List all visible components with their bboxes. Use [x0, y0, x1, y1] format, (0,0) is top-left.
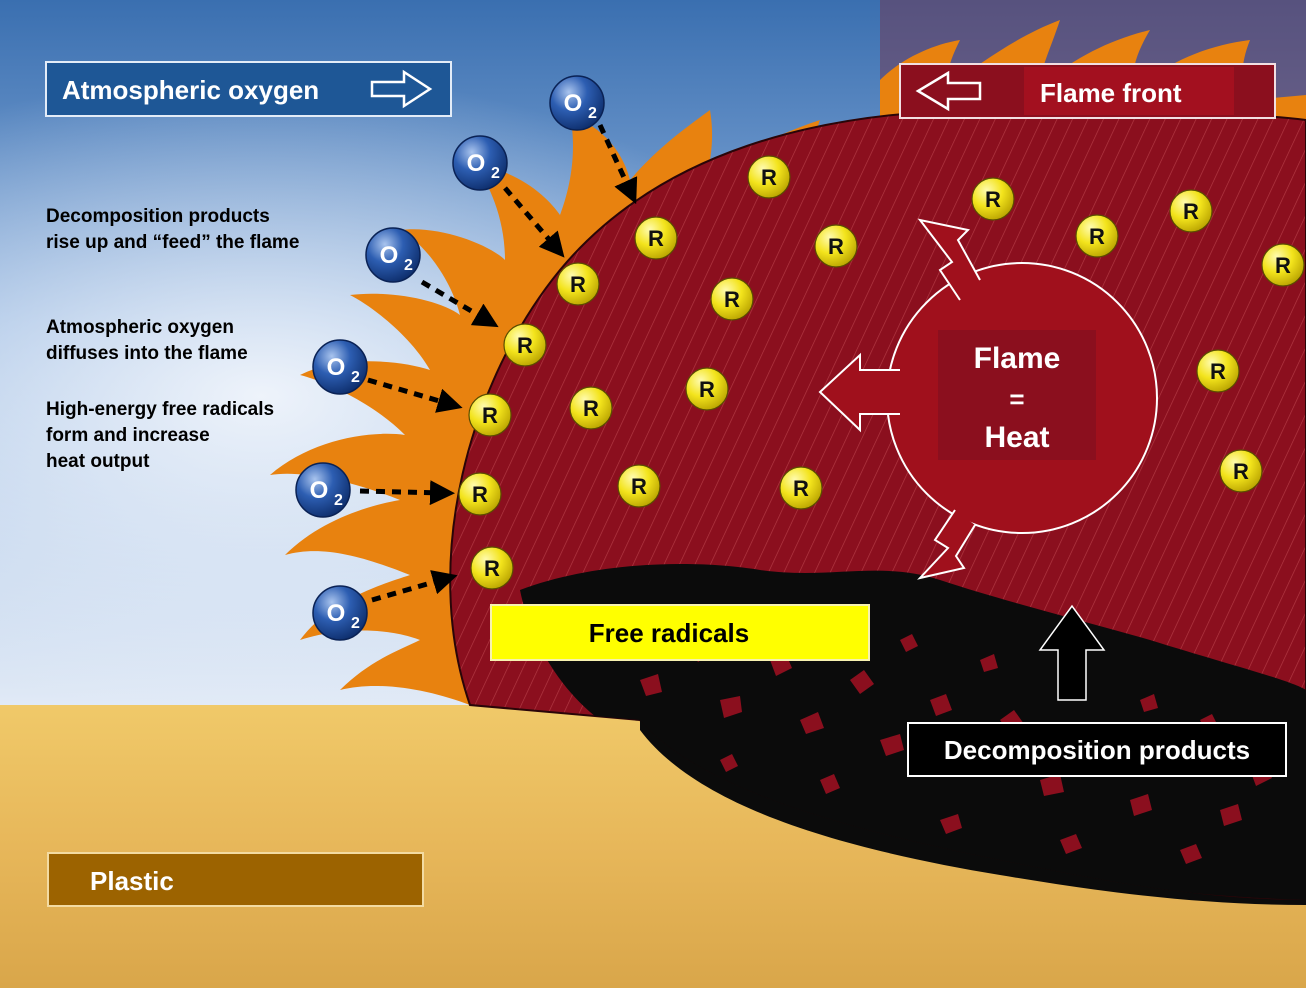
svg-text:R: R [793, 476, 809, 501]
radical-icon: R [815, 225, 857, 267]
free-radicals-label-box: Free radicals [491, 605, 869, 660]
plastic-label: Plastic [90, 866, 174, 896]
radical-icon: R [972, 178, 1014, 220]
svg-text:2: 2 [351, 615, 360, 632]
radical-icon: R [471, 547, 513, 589]
radical-icon: R [469, 394, 511, 436]
svg-text:R: R [699, 377, 715, 402]
svg-text:R: R [724, 287, 740, 312]
radical-icon: R [570, 387, 612, 429]
svg-text:R: R [1233, 459, 1249, 484]
flame-line1: Flame [974, 342, 1061, 375]
radical-icon: R [1076, 215, 1118, 257]
radical-icon: R [1262, 244, 1304, 286]
svg-text:R: R [648, 226, 664, 251]
plastic-label-box: Plastic [48, 853, 423, 906]
svg-text:O: O [380, 242, 399, 269]
flame-front-label-box: Flame front [900, 64, 1275, 118]
svg-text:R: R [1183, 199, 1199, 224]
svg-text:2: 2 [404, 257, 413, 274]
svg-text:R: R [482, 403, 498, 428]
flame-line3: Heat [984, 421, 1049, 454]
decomposition-products-label: Decomposition products [944, 735, 1250, 765]
svg-text:R: R [631, 474, 647, 499]
svg-text:R: R [1275, 253, 1291, 278]
radical-icon: R [459, 473, 501, 515]
radical-icon: R [686, 368, 728, 410]
svg-text:R: R [583, 396, 599, 421]
radical-icon: R [618, 465, 660, 507]
radical-icon: R [635, 217, 677, 259]
svg-text:R: R [570, 272, 586, 297]
radical-icon: R [1170, 190, 1212, 232]
note-oxygen-diffuses: Atmospheric oxygen diffuses into the fla… [46, 315, 248, 367]
svg-text:O: O [327, 354, 346, 381]
svg-text:R: R [472, 482, 488, 507]
radical-icon: R [504, 324, 546, 366]
svg-text:R: R [1210, 359, 1226, 384]
svg-text:O: O [467, 150, 486, 177]
free-radicals-label: Free radicals [589, 618, 749, 648]
note-decomposition-feeds-flame: Decomposition products rise up and “feed… [46, 204, 299, 256]
radical-icon: R [780, 467, 822, 509]
radical-icon: R [711, 278, 753, 320]
svg-text:R: R [761, 165, 777, 190]
svg-text:2: 2 [491, 165, 500, 182]
radical-icon: R [748, 156, 790, 198]
svg-text:R: R [1089, 224, 1105, 249]
svg-text:R: R [828, 234, 844, 259]
svg-text:2: 2 [588, 105, 597, 122]
atmospheric-oxygen-label: Atmospheric oxygen [62, 75, 319, 105]
atmospheric-oxygen-label-box: Atmospheric oxygen [46, 62, 451, 116]
radical-icon: R [557, 263, 599, 305]
note-radicals-form: High-energy free radicals form and incre… [46, 397, 274, 475]
svg-text:O: O [327, 600, 346, 627]
svg-text:R: R [484, 556, 500, 581]
radical-icon: R [1220, 450, 1262, 492]
svg-text:2: 2 [334, 492, 343, 509]
svg-text:O: O [310, 477, 329, 504]
radical-icon: R [1197, 350, 1239, 392]
svg-text:O: O [564, 90, 583, 117]
svg-text:R: R [517, 333, 533, 358]
flame-front-label: Flame front [1040, 78, 1182, 108]
svg-text:2: 2 [351, 369, 360, 386]
svg-text:R: R [985, 187, 1001, 212]
decomposition-products-label-box: Decomposition products [908, 723, 1286, 776]
flame-line2: = [1009, 384, 1024, 414]
